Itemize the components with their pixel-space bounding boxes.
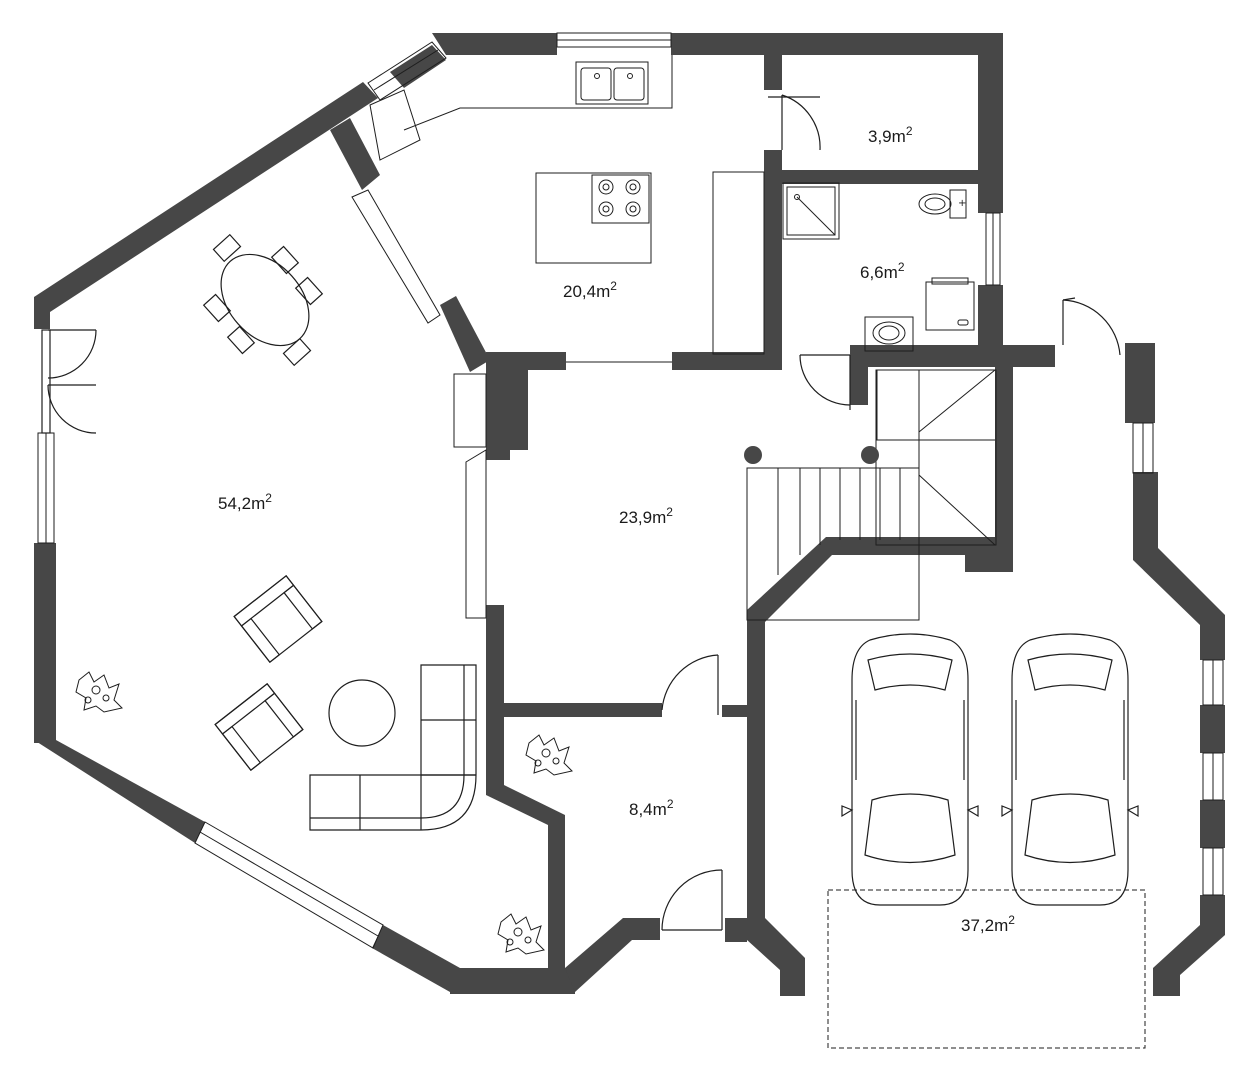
sink-icon [575, 61, 649, 105]
wall-garage-east-mid2 [1200, 800, 1225, 848]
room-label-garage: 37,2m2 [961, 913, 1015, 935]
wall-garage-southwest [747, 918, 805, 996]
wall-garage-east-top [1125, 343, 1155, 423]
wall-garage-east-diagonal [1133, 472, 1225, 660]
wall-southwest-diagonal [34, 740, 205, 843]
window-northwest [367, 41, 447, 101]
windows [37, 32, 1224, 949]
wall-entry-north-right [722, 705, 748, 717]
kitchen-tall-cabinet [712, 171, 765, 355]
door-entry-hall[interactable] [661, 654, 719, 715]
kitchen-fixtures [351, 55, 765, 363]
fireplace [453, 373, 487, 448]
wall-storage-west [764, 150, 782, 365]
wall-garage-east-mid [1200, 705, 1225, 753]
wall-bath-post [850, 345, 868, 405]
room-labels: 54,2m2 20,4m2 3,9m2 6,6m2 23,9m2 8,4m2 3… [218, 124, 1015, 935]
car-icon [1001, 633, 1139, 906]
shower-icon [782, 182, 840, 240]
wall-entry-west-diagonal [486, 715, 565, 968]
wall-entry-north [500, 703, 662, 717]
car-icon [841, 633, 979, 906]
hall-cabinet [465, 449, 487, 619]
wall-hall-west [486, 605, 504, 715]
room-label-entry: 8,4m2 [629, 797, 674, 819]
wall-kitchen-south-right [672, 352, 782, 370]
wall-storage-west-top [764, 55, 782, 90]
wall-storage-south [782, 170, 978, 184]
stove-icon [591, 174, 650, 224]
plants [75, 671, 573, 955]
wall-bath-south [850, 345, 1055, 367]
room-label-storage: 3,9m2 [868, 124, 913, 146]
wall-west-lower [34, 543, 56, 743]
door-front[interactable] [661, 869, 723, 931]
wall-south-diagonal-2 [372, 925, 460, 992]
hall-features [453, 373, 487, 619]
coffee-table [328, 679, 396, 747]
plant-icon [497, 913, 545, 955]
column-icon [744, 446, 879, 464]
room-label-bathroom: 6,6m2 [860, 260, 905, 282]
room-label-kitchen: 20,4m2 [563, 279, 617, 301]
walls [34, 33, 1225, 996]
wall-garage-southeast [1153, 895, 1225, 996]
wall-garage-northwest [747, 537, 995, 622]
room-label-living: 54,2m2 [218, 491, 272, 513]
plant-icon [525, 734, 573, 776]
window-southwest [194, 821, 384, 949]
wall-entry-south-left [565, 918, 660, 992]
wall-post-left [34, 297, 50, 329]
doors [41, 94, 1121, 931]
wall-living-northwest-2 [390, 45, 446, 88]
washing-machine [925, 277, 975, 331]
dining-table-icon [202, 233, 324, 367]
kitchen-diagonal-counter [351, 189, 441, 324]
wall-east-upper [978, 33, 1003, 213]
wall-top-left [432, 33, 557, 55]
wall-living-northwest [34, 82, 378, 312]
wall-hall-column [486, 362, 528, 460]
wall-kitchen-diagonal-top [330, 118, 380, 190]
french-door-west[interactable] [41, 329, 97, 434]
bath-fixtures: + [782, 182, 975, 352]
svg-text:+: + [958, 198, 966, 209]
armchair-icon [233, 574, 323, 664]
toilet-icon: + [918, 189, 967, 219]
kitchen-island [535, 172, 652, 264]
living-furniture [214, 574, 477, 831]
room-label-hall: 23,9m2 [619, 505, 673, 527]
wall-garage-west [747, 610, 765, 930]
garage-door [827, 889, 1146, 1049]
wall-top-right [671, 33, 1003, 55]
sofa-icon [309, 664, 477, 831]
door-bath[interactable] [799, 354, 851, 410]
wall-entry-south-right [725, 918, 747, 942]
wall-stair-east [995, 367, 1013, 572]
wall-kitchen-south [486, 352, 566, 370]
washbasin-icon [864, 316, 914, 352]
wall-kitchen-diagonal [440, 296, 490, 372]
kitchen-counter [403, 55, 673, 131]
kitchen-cabinet [369, 89, 421, 161]
wall-south-living [450, 968, 575, 994]
plant-icon [75, 671, 123, 713]
door-garage-side[interactable] [1062, 297, 1121, 356]
door-storage[interactable] [768, 94, 821, 151]
armchair-icon [214, 682, 304, 772]
